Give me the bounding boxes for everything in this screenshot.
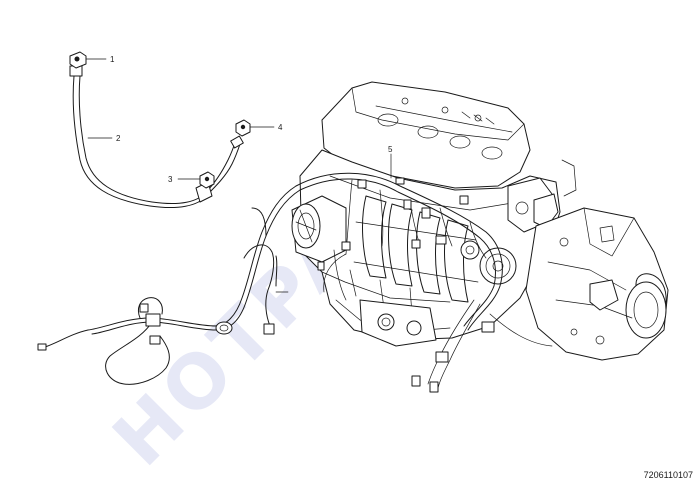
callouts: 1 2 3 4 5 [85,55,393,184]
main-wiring-harness [295,172,553,393]
fastener-1-nut [69,51,87,69]
callout-3: 3 [168,175,173,184]
left-wiring-harness [37,185,301,385]
callout-1: 1 [110,55,115,64]
part-code: 7206110107 [643,470,693,480]
transmission-assembly [525,207,669,361]
fastener-4-nut [235,119,251,137]
battery-cable [69,65,244,209]
callout-4: 4 [278,123,283,132]
callout-2: 2 [116,134,121,143]
fastener-3-nut [199,171,215,189]
callout-5: 5 [388,145,393,154]
